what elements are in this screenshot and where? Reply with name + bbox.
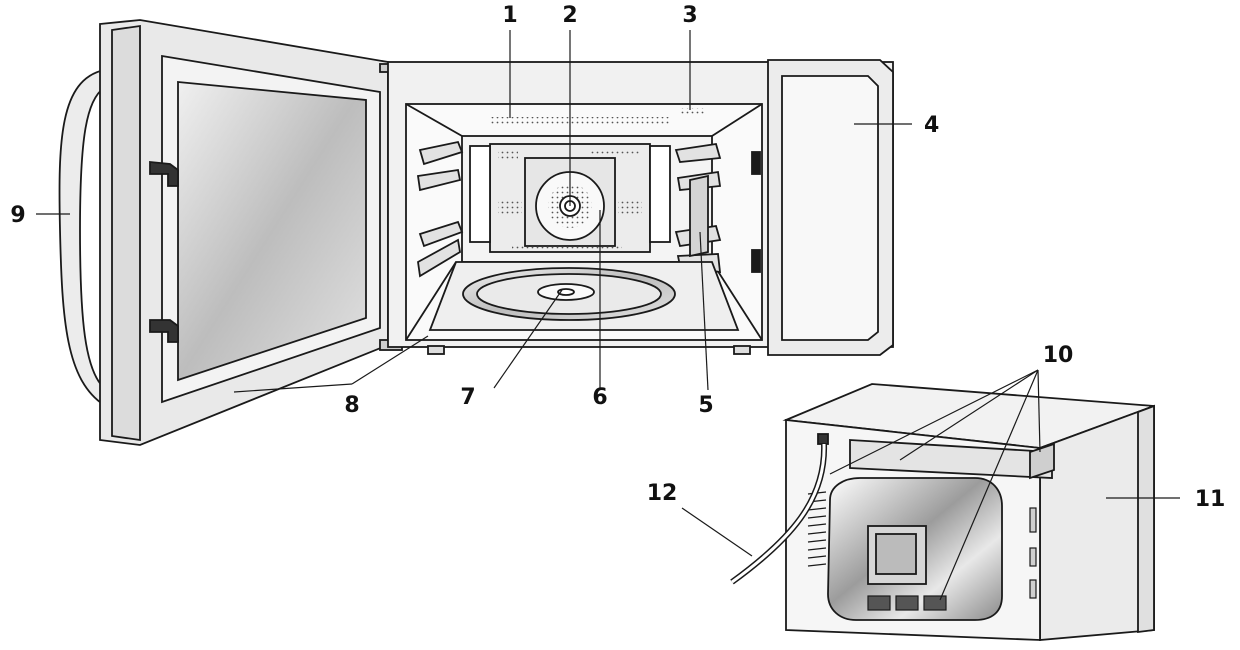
leader-lines bbox=[36, 30, 1180, 601]
rear-view bbox=[730, 383, 1155, 641]
callout-9: 9 bbox=[10, 203, 25, 228]
corner-vent bbox=[680, 108, 704, 116]
door-hook-bottom bbox=[149, 319, 179, 343]
door-window bbox=[177, 81, 367, 382]
bottom-vents bbox=[867, 595, 947, 611]
callout-7: 7 bbox=[460, 385, 475, 410]
callout-4: 4 bbox=[924, 113, 939, 138]
callout-1: 1 bbox=[502, 3, 517, 28]
callout-2: 2 bbox=[562, 3, 577, 28]
top-vents bbox=[490, 117, 670, 126]
callout-3: 3 bbox=[682, 3, 697, 28]
callout-11: 11 bbox=[1195, 487, 1226, 512]
cabinet-side bbox=[1039, 404, 1155, 641]
top-vent-slot bbox=[849, 439, 1053, 479]
mica-cover bbox=[689, 174, 709, 258]
callout-10: 10 bbox=[1043, 343, 1074, 368]
callout-labels: 1 2 3 4 5 6 7 8 9 10 11 12 bbox=[10, 3, 1225, 512]
callout-12: 12 bbox=[647, 481, 678, 506]
callout-5: 5 bbox=[698, 393, 713, 418]
door-handle bbox=[58, 68, 105, 407]
callout-8: 8 bbox=[344, 393, 359, 418]
door-hook-top bbox=[149, 161, 179, 187]
callout-6: 6 bbox=[592, 385, 607, 410]
front-view bbox=[58, 19, 894, 446]
